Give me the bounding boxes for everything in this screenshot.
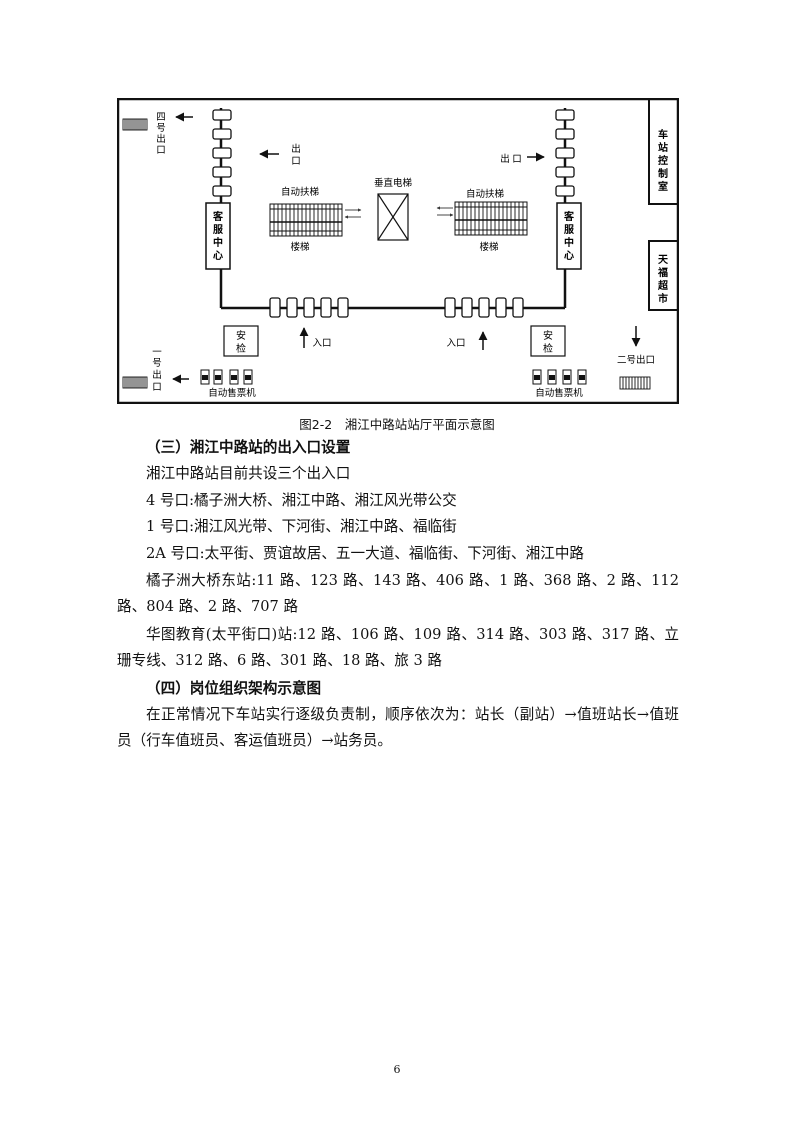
exit1-char-2: 出 xyxy=(152,369,162,381)
exit4-char-1: 号 xyxy=(156,123,166,134)
security-left-char-0: 安 xyxy=(236,329,246,342)
control-room-char-3: 制 xyxy=(658,167,668,180)
supermarket-char-0: 天 xyxy=(658,254,669,266)
gates-bottom-right xyxy=(444,297,524,318)
security-right-char-1: 检 xyxy=(543,342,553,355)
ticket-machines-right xyxy=(532,369,587,385)
page-number: 6 xyxy=(393,1063,401,1076)
exit2a-info: 2A 号口:太平街、贾谊故居、五一大道、福临街、下河街、湘江中路 xyxy=(146,545,585,562)
escalator-right xyxy=(454,201,528,236)
service-center-right-char-1: 服 xyxy=(564,224,575,236)
security-left xyxy=(223,325,259,357)
org-description: 在正常情况下车站实行逐级负责制，顺序依次为：站长（副站）→值班站长→值班员（行车… xyxy=(117,706,679,749)
gates-left-column xyxy=(212,109,232,197)
stairs-exit-2 xyxy=(619,376,651,390)
elevator-label: 垂直电梯 xyxy=(374,177,413,189)
supermarket-wall xyxy=(648,240,678,311)
station-hall-floor-plan: 客 服 中 心 客 服 中 心 出 口 出 口 自动扶梯 楼梯 垂直电梯 xyxy=(116,97,680,405)
control-room-char-4: 室 xyxy=(658,180,668,193)
exit4-char-0: 四 xyxy=(156,112,166,123)
control-room-char-2: 控 xyxy=(658,154,668,167)
service-center-right-char-2: 中 xyxy=(564,236,574,249)
escalator-left xyxy=(269,203,343,237)
service-center-left-char-3: 心 xyxy=(213,250,223,262)
elevator-symbol xyxy=(377,193,409,241)
service-center-left-char-1: 服 xyxy=(213,224,224,236)
exit1-info: 1 号口:湘江风光带、下河街、湘江中路、福临街 xyxy=(146,518,457,535)
outer-wall xyxy=(116,97,680,405)
bus-stop-taiping: 华图教育(太平街口)站:12 路、106 路、109 路、314 路、303 路… xyxy=(117,626,679,669)
service-center-right-char-0: 客 xyxy=(563,210,575,223)
security-left-char-1: 检 xyxy=(236,342,246,355)
supermarket-char-2: 超 xyxy=(657,279,669,292)
exit-right-char-1: 口 xyxy=(512,154,522,165)
escalator-right-label: 自动扶梯 xyxy=(466,188,505,200)
control-room-char-0: 车 xyxy=(658,128,668,141)
ticket-machines-left xyxy=(200,369,253,385)
exit2-label: 二号出口 xyxy=(617,354,655,366)
gates-right-column xyxy=(555,109,575,197)
supermarket-char-1: 福 xyxy=(657,266,668,279)
exit1-char-0: 一 xyxy=(152,347,162,358)
stairs-exit-1 xyxy=(122,376,148,389)
entrance-right-label: 入口 xyxy=(446,338,465,349)
tvm-left-label: 自动售票机 xyxy=(208,387,256,399)
bus-stop-bridge-east: 橘子洲大桥东站:11 路、123 路、143 路、406 路、1 路、368 路… xyxy=(117,572,679,615)
supermarket-char-3: 市 xyxy=(658,292,668,305)
exit-left-char-1: 口 xyxy=(291,156,301,167)
exit4-char-2: 出 xyxy=(156,133,166,145)
section-heading-entrances: （三）湘江中路站的出入口设置 xyxy=(146,439,351,456)
security-right xyxy=(530,325,566,357)
security-right-char-0: 安 xyxy=(543,329,553,342)
gates-bottom-left xyxy=(269,297,349,318)
exit-right-char-0: 出 xyxy=(500,153,510,165)
exit1-char-3: 口 xyxy=(152,382,162,393)
service-center-left xyxy=(205,202,231,270)
service-center-right xyxy=(556,202,582,270)
service-center-right-char-3: 心 xyxy=(564,250,574,262)
exit4-char-3: 口 xyxy=(156,145,166,156)
control-room-char-1: 站 xyxy=(658,141,668,154)
service-center-left-char-2: 中 xyxy=(213,236,223,249)
control-room-wall xyxy=(648,99,678,205)
exit4-info: 4 号口:橘子洲大桥、湘江中路、湘江风光带公交 xyxy=(146,492,457,509)
stairs-left-label: 楼梯 xyxy=(290,241,310,253)
service-center-left-char-0: 客 xyxy=(212,210,224,223)
entrance-left-label: 入口 xyxy=(312,338,331,349)
entrances-intro: 湘江中路站目前共设三个出入口 xyxy=(146,465,351,482)
exit1-char-1: 号 xyxy=(152,358,162,369)
figure-caption: 图2-2 湘江中路站站厅平面示意图 xyxy=(299,417,495,432)
stairs-right-label: 楼梯 xyxy=(479,241,499,253)
stairs-exit-4 xyxy=(122,118,148,131)
tvm-right-label: 自动售票机 xyxy=(535,387,583,399)
exit-left-char-0: 出 xyxy=(291,143,301,155)
escalator-left-label: 自动扶梯 xyxy=(281,186,320,198)
section-heading-org: （四）岗位组织架构示意图 xyxy=(146,680,322,697)
